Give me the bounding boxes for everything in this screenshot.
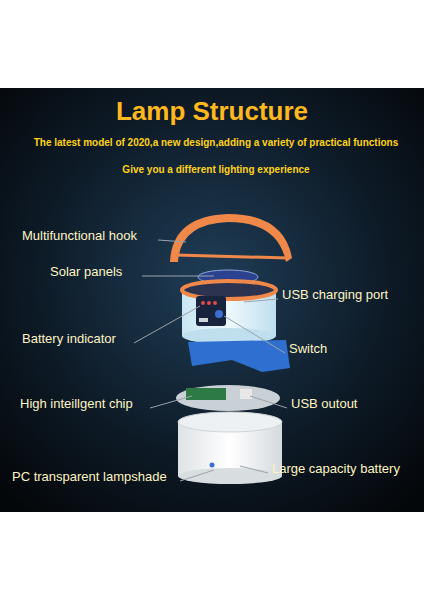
indicator-dot — [201, 301, 205, 305]
leader-line — [224, 316, 285, 353]
lampshade-top — [178, 412, 282, 432]
leader-line — [240, 466, 268, 473]
part-label: Multifunctional hook — [22, 229, 137, 244]
subtitle: Give you a different lighting experience — [4, 164, 424, 176]
part-label: USB outout — [291, 397, 358, 412]
usb-port — [199, 318, 208, 322]
hook-bar — [176, 255, 288, 258]
part-label: USB charging port — [282, 288, 388, 303]
part-label: Large capacity battery — [272, 462, 400, 477]
dark-panel — [0, 88, 424, 512]
leader-lines — [134, 240, 287, 481]
leader-line — [250, 396, 287, 408]
blue-band — [188, 340, 290, 372]
leader-line — [142, 276, 214, 277]
orange-ring — [182, 281, 276, 299]
control-panel — [196, 296, 226, 326]
part-label: High inteillgent chip — [20, 397, 133, 412]
led-dot — [210, 463, 215, 468]
hook — [170, 214, 292, 262]
part-label: Switch — [289, 342, 327, 357]
leader-line — [150, 396, 192, 408]
usb-output — [240, 389, 252, 399]
lampshade-bottom — [178, 468, 282, 484]
chip — [186, 388, 226, 400]
part-label: Battery indicator — [22, 332, 116, 347]
indicator-dot — [213, 301, 217, 305]
part-label: Solar panels — [50, 265, 122, 280]
part-label: PC transparent lampshade — [12, 470, 167, 485]
title: Lamp Structure — [0, 97, 424, 127]
leader-line — [134, 306, 200, 343]
leader-line — [244, 299, 278, 302]
leader-line — [158, 240, 186, 242]
indicator-dot — [207, 301, 211, 305]
chip-board-disc — [176, 385, 280, 411]
leader-line — [180, 470, 214, 481]
switch-button — [215, 310, 223, 318]
subtitle: The latest model of 2020,a new design,ad… — [4, 137, 424, 149]
